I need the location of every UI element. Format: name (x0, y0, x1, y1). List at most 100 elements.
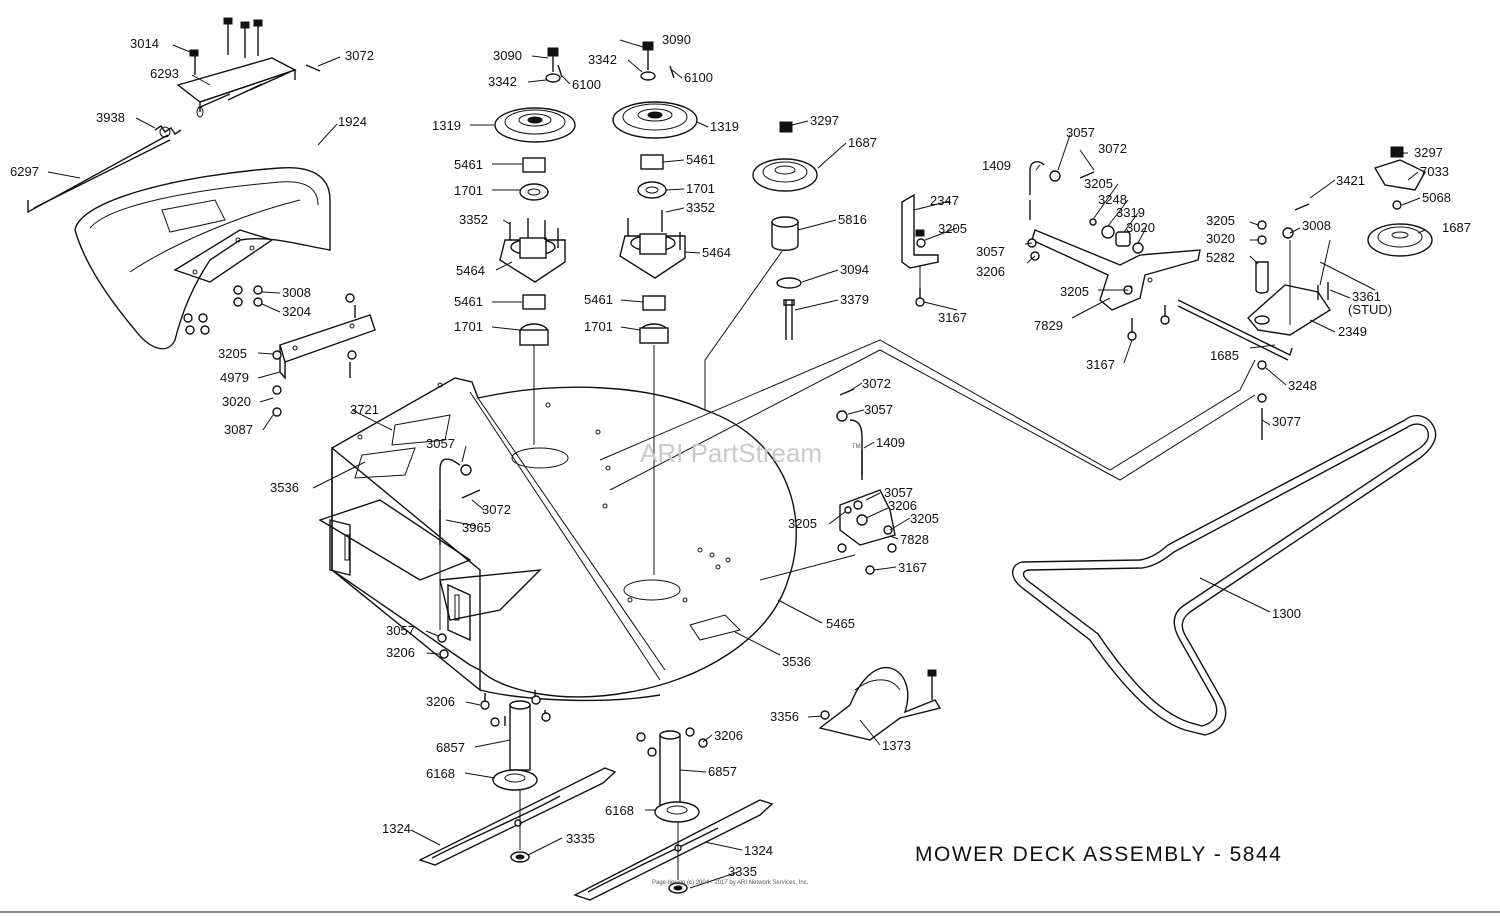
belt-routing-lines (599, 239, 1376, 581)
idler-arm-7829 (1027, 161, 1201, 341)
part-label: 2349 (1338, 324, 1367, 339)
part-label: 3205 (218, 346, 247, 361)
shield-rod-6297 (27, 134, 171, 214)
lift-link-1409-center (836, 388, 897, 575)
part-label: 3356 (770, 709, 799, 724)
part-label: 7829 (1034, 318, 1063, 333)
part-label: 6293 (150, 66, 179, 81)
part-label: 3297 (810, 113, 839, 128)
part-label: 3965 (462, 520, 491, 535)
watermark: ARI PartStream (640, 438, 822, 468)
part-label: 6100 (684, 70, 713, 85)
part-label: 1409 (982, 158, 1011, 173)
part-label: 5282 (1206, 250, 1235, 265)
part-label: 2347 (930, 193, 959, 208)
part-label: 3020 (1126, 220, 1155, 235)
part-label: 3087 (224, 422, 253, 437)
belt-shield-1373 (818, 667, 942, 741)
part-label: 3206 (888, 498, 917, 513)
part-label: 6857 (708, 764, 737, 779)
part-label: 3057 (1066, 125, 1095, 140)
part-label: 5068 (1422, 190, 1451, 205)
blade-spindle-right (573, 727, 774, 901)
part-label: 3319 (1116, 205, 1145, 220)
part-label: 3020 (1206, 231, 1235, 246)
part-label: 3206 (426, 694, 455, 709)
part-label: 3072 (862, 376, 891, 391)
part-label: 3361 (1352, 289, 1381, 304)
part-label: (STUD) (1348, 302, 1392, 317)
spindle-stack-right (612, 41, 698, 575)
part-label: 1319 (710, 119, 739, 134)
idler-rod-1685 (1177, 299, 1293, 361)
spring-3938 (154, 125, 182, 138)
deflector-shield-1924 (74, 167, 331, 350)
part-label: 1319 (432, 118, 461, 133)
part-label: 3379 (840, 292, 869, 307)
part-label: 5464 (702, 245, 731, 260)
idler-pulley-1687-center (752, 121, 818, 340)
part-label: 1701 (584, 319, 613, 334)
lift-link-3965 (437, 458, 481, 659)
part-label: 7033 (1420, 164, 1449, 179)
part-label: 3297 (1414, 145, 1443, 160)
part-label: 1701 (454, 183, 483, 198)
part-label: 3205 (1084, 176, 1113, 191)
part-label: 3204 (282, 304, 311, 319)
diagram-title: MOWER DECK ASSEMBLY - 5844 (915, 843, 1282, 866)
part-label: 5461 (454, 157, 483, 172)
part-label: 1687 (848, 135, 877, 150)
part-label: 3057 (386, 623, 415, 638)
part-label: 3072 (482, 502, 511, 517)
part-labels: 3014 3072 6293 3938 6297 1924 3008 3204 … (10, 32, 1471, 879)
part-label: 3206 (976, 264, 1005, 279)
part-label: 3248 (1098, 192, 1127, 207)
idler-pulley-1687-right (1367, 146, 1433, 257)
part-label: 5461 (686, 152, 715, 167)
leader-lines (47, 39, 1426, 889)
part-label: 1324 (744, 843, 773, 858)
part-label: 6857 (436, 740, 465, 755)
part-label: 7828 (900, 532, 929, 547)
part-label: 1687 (1442, 220, 1471, 235)
part-label: 3205 (1060, 284, 1089, 299)
part-label: 3057 (976, 244, 1005, 259)
part-label: 3352 (459, 212, 488, 227)
hardware-left (183, 285, 357, 417)
bracket-2347 (901, 193, 939, 307)
part-label: 5816 (838, 212, 867, 227)
part-label: 3352 (686, 200, 715, 215)
part-label: 1373 (882, 738, 911, 753)
mower-deck-5465 (318, 377, 797, 702)
part-label: 5464 (456, 263, 485, 278)
part-label: 3342 (488, 74, 517, 89)
spindle-stack-left (494, 47, 576, 346)
part-label: 3090 (662, 32, 691, 47)
part-label: 3205 (910, 511, 939, 526)
part-label: 3072 (345, 48, 374, 63)
part-label: 3205 (1206, 213, 1235, 228)
part-label: 3167 (938, 310, 967, 325)
part-label: 3008 (282, 285, 311, 300)
part-label: 1300 (1272, 606, 1301, 621)
part-label: 5461 (454, 294, 483, 309)
part-label: 1685 (1210, 348, 1239, 363)
part-label: 4979 (220, 370, 249, 385)
part-label: 3206 (714, 728, 743, 743)
part-label: 3167 (1086, 357, 1115, 372)
part-label: 3335 (728, 864, 757, 879)
part-label: 3205 (788, 516, 817, 531)
part-label: 3014 (130, 36, 159, 51)
part-label: 3057 (864, 402, 893, 417)
part-label: 1701 (686, 181, 715, 196)
part-label: 3205 (938, 221, 967, 236)
part-label: 3020 (222, 394, 251, 409)
part-label: 3094 (840, 262, 869, 277)
part-label: 3421 (1336, 173, 1365, 188)
part-label: 5465 (826, 616, 855, 631)
copyright-notice: Page design (c) 2004 - 2017 by ARI Netwo… (652, 880, 809, 886)
part-label: 1701 (454, 319, 483, 334)
part-label: 1924 (338, 114, 367, 129)
part-label: 3072 (1098, 141, 1127, 156)
